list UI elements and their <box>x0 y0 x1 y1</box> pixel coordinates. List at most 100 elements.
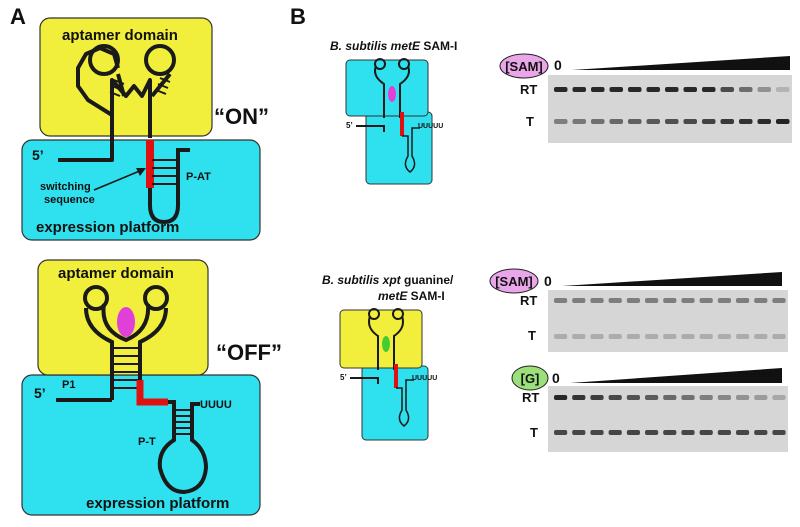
gel-band-t <box>681 334 695 339</box>
gel-band-rt <box>609 87 623 92</box>
gel-1-zero: 0 <box>554 57 562 73</box>
gel-3-bands <box>554 395 786 435</box>
gel-1-image <box>548 75 792 143</box>
gel-band-t <box>608 430 622 435</box>
gel-band-t <box>645 334 659 339</box>
construct-2-gene: metE <box>378 289 408 303</box>
gel-band-rt <box>591 87 605 92</box>
gel-band-t <box>699 334 713 339</box>
gel-band-rt <box>608 298 622 303</box>
gel-2-ligand: [SAM] <box>495 274 533 289</box>
construct-1-species: B. subtilis metE <box>330 39 421 53</box>
gel-band-rt <box>572 298 586 303</box>
gel-3: [G] 0 RT T <box>511 365 788 452</box>
gel-band-rt <box>554 298 568 303</box>
gel-band-rt <box>699 395 713 400</box>
gel-band-rt <box>628 87 642 92</box>
gel-band-rt <box>717 298 731 303</box>
on-aptamer-label: aptamer domain <box>62 27 178 44</box>
gel-band-rt <box>554 395 568 400</box>
construct-2-fold <box>368 315 404 370</box>
gel-2-bands <box>554 298 786 339</box>
gel-1-bands <box>554 87 790 124</box>
construct-2-loop-right <box>392 308 404 320</box>
construct-2-terminator <box>396 379 414 427</box>
gel-band-rt <box>772 298 786 303</box>
off-binding-pocket <box>101 303 151 343</box>
gel-band-t <box>739 119 753 124</box>
gel-1-rt-label: RT <box>520 82 537 97</box>
on-expression-platform-box <box>21 139 261 241</box>
gel-band-rt <box>720 87 734 92</box>
construct-1-five-prime: 5’ <box>346 121 353 130</box>
gel-band-rt <box>757 87 771 92</box>
gel-band-rt <box>572 87 586 92</box>
off-five-prime: 5’ <box>34 385 46 401</box>
gel-2-zero: 0 <box>544 273 552 289</box>
gel-band-t <box>572 119 586 124</box>
off-pt-label: P-T <box>138 436 156 448</box>
off-aptamer-fold <box>84 307 168 400</box>
gel-band-rt <box>645 395 659 400</box>
gel-3-ligand-tag <box>511 365 549 391</box>
gel-band-rt <box>681 395 695 400</box>
construct-1-fold <box>374 65 410 118</box>
gel-band-t <box>720 119 734 124</box>
gel-3-gradient <box>570 368 782 383</box>
gel-band-t <box>699 430 713 435</box>
gel-band-rt <box>663 298 677 303</box>
gel-1-gradient <box>572 56 790 70</box>
construct-2-title-line1: B. subtilis xpt guanine/ <box>322 273 454 287</box>
construct-2-guanine <box>382 336 390 352</box>
gel-band-t <box>645 430 659 435</box>
on-riboswitch: aptamer domain 5’ P-AT switching sequenc… <box>21 17 269 241</box>
gel-1-t-label: T <box>526 114 534 129</box>
gel-band-t <box>663 430 677 435</box>
on-right-loop <box>144 44 176 76</box>
gel-band-t <box>609 119 623 124</box>
gel-2-ligand-tag <box>489 268 539 294</box>
construct-1-loop-right <box>398 58 410 70</box>
gel-band-t <box>717 430 731 435</box>
gel-band-t <box>665 119 679 124</box>
construct-1-title: B. subtilis metE SAM-I <box>330 39 457 53</box>
gel-band-rt <box>665 87 679 92</box>
construct-2-title-line2: metE SAM-I <box>378 289 445 303</box>
gel-band-rt <box>608 395 622 400</box>
gel-band-rt <box>739 87 753 92</box>
gel-band-rt <box>736 395 750 400</box>
gel-band-t <box>608 334 622 339</box>
off-state-label: “OFF” <box>216 340 282 365</box>
gel-band-rt <box>590 298 604 303</box>
off-aptamer-label: aptamer domain <box>58 265 174 282</box>
construct-2: B. subtilis xpt guanine/ metE SAM-I 5’ U… <box>322 273 454 441</box>
gel-band-rt <box>646 87 660 92</box>
construct-2-five-prime: 5’ <box>340 373 347 382</box>
gel-band-t <box>702 119 716 124</box>
gel-band-t <box>736 430 750 435</box>
gel-band-t <box>772 430 786 435</box>
on-switching-label-1: switching <box>40 181 91 193</box>
construct-1-sam <box>388 86 396 102</box>
gel-1-ligand-tag <box>499 53 549 79</box>
construct-1-strand <box>356 125 385 132</box>
gel-2-rt-label: RT <box>520 293 537 308</box>
gel-band-t <box>776 119 790 124</box>
gel-band-t <box>572 334 586 339</box>
gel-band-t <box>628 119 642 124</box>
gel-1-ligand: [SAM] <box>505 59 543 74</box>
off-pt-basepairs <box>176 409 190 435</box>
construct-2-species: B. subtilis xpt <box>322 273 402 287</box>
on-pat-basepairs <box>152 159 176 185</box>
gel-band-t <box>736 334 750 339</box>
on-switching-label-2: sequence <box>44 194 95 206</box>
on-left-loop <box>88 44 120 76</box>
panel-a-letter: A <box>10 4 26 29</box>
gel-band-t <box>663 334 677 339</box>
construct-1: B. subtilis metE SAM-I 5’ UUUUU <box>330 39 457 185</box>
on-state-label: “ON” <box>214 104 269 129</box>
off-platform-label: expression platform <box>86 495 229 512</box>
gel-band-rt <box>776 87 790 92</box>
on-switching-arrowhead <box>136 168 146 176</box>
gel-band-t <box>626 334 640 339</box>
